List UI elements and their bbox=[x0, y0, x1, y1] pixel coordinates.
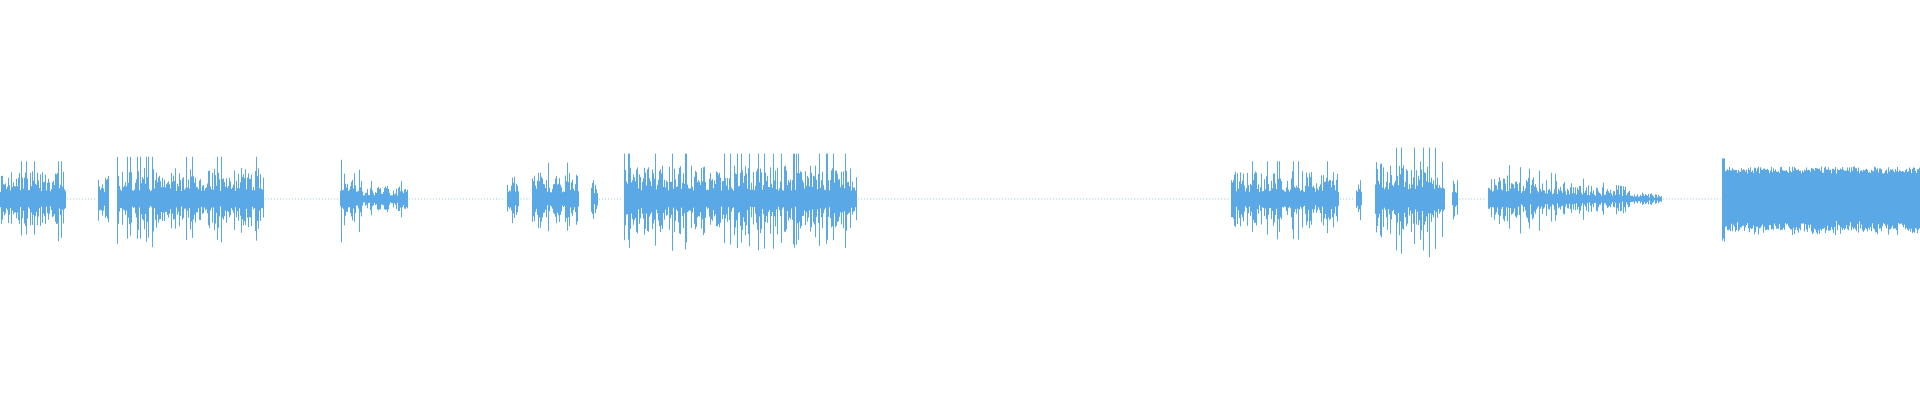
waveform-segment-2 bbox=[117, 156, 264, 248]
waveform-segment-7 bbox=[591, 180, 598, 219]
waveform-peaks-path-2 bbox=[117, 156, 264, 248]
waveform-peaks-path-6 bbox=[532, 162, 579, 232]
waveform-peaks-path-1 bbox=[98, 176, 109, 223]
waveform-segment-10 bbox=[1356, 180, 1362, 221]
waveform-peaks-path-11 bbox=[1375, 147, 1445, 258]
waveform-peaks-path-7 bbox=[591, 180, 598, 219]
waveform-peaks-path-5 bbox=[507, 176, 519, 224]
waveform-peaks-path-9 bbox=[1231, 161, 1339, 240]
waveform-peaks-path-14 bbox=[1722, 158, 1920, 242]
waveform-peaks-path-10 bbox=[1356, 180, 1362, 221]
waveform-segment-12 bbox=[1452, 180, 1458, 220]
waveform-peaks-path-13 bbox=[1488, 165, 1662, 234]
waveform-segment-5 bbox=[507, 176, 519, 224]
waveform-segment-11 bbox=[1375, 147, 1445, 258]
waveform-segment-14 bbox=[1722, 158, 1920, 242]
waveform-segment-1 bbox=[98, 176, 109, 223]
waveform-segment-8 bbox=[624, 153, 857, 251]
waveform-peaks-path-8 bbox=[624, 153, 857, 251]
waveform-segment-3 bbox=[340, 159, 360, 243]
waveform-peaks-path-3 bbox=[340, 159, 360, 243]
waveform-peaks-path-4 bbox=[359, 180, 408, 218]
waveform-peaks-path-0 bbox=[0, 161, 66, 242]
waveform-segment-13 bbox=[1488, 165, 1662, 234]
waveform-segment-9 bbox=[1231, 161, 1339, 240]
waveform-segment-6 bbox=[532, 162, 579, 232]
waveform-peaks-path-12 bbox=[1452, 180, 1458, 220]
waveform-peaks bbox=[0, 147, 1920, 258]
waveform-segment-0 bbox=[0, 161, 66, 242]
waveform-segment-4 bbox=[359, 180, 408, 218]
